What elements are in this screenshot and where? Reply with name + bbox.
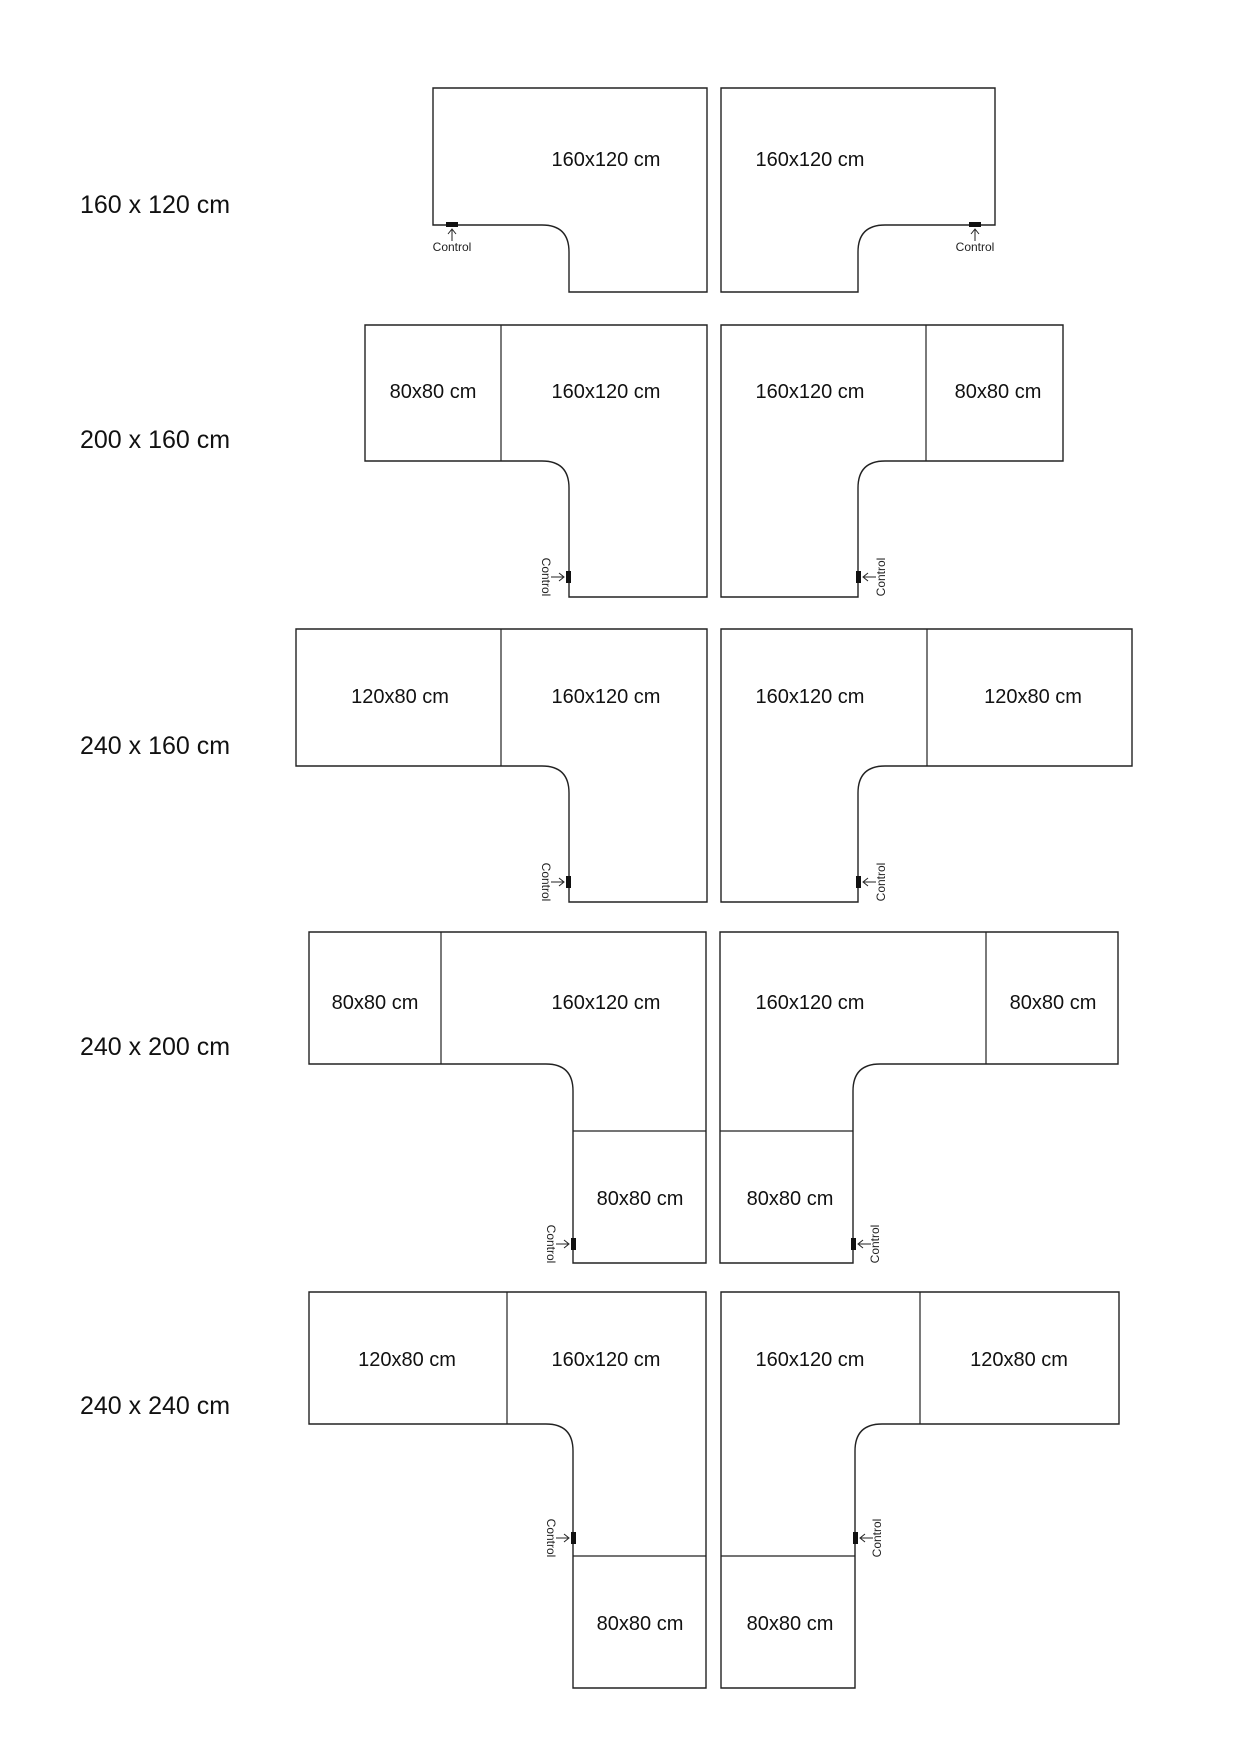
arrow-icon (862, 572, 876, 582)
arrow-icon (556, 1533, 570, 1543)
row-160x120: 160 x 120 cm 160x120 cm Control 160x120 … (80, 87, 996, 293)
arrow-icon (970, 228, 980, 241)
arrow-icon (859, 1533, 873, 1543)
panel-label: 160x120 cm (552, 149, 661, 171)
panel-label: 80x80 cm (390, 381, 477, 403)
control-box (566, 876, 571, 888)
panel-label: 80x80 cm (597, 1613, 684, 1635)
arrow-icon (551, 572, 565, 582)
desk-left: 160x120 cm Control (432, 87, 708, 293)
row-label: 160 x 120 cm (80, 191, 230, 219)
desk-left: 120x80 cm 160x120 cm 80x80 cm Control (308, 1291, 707, 1689)
row-label: 200 x 160 cm (80, 426, 230, 454)
panel-label: 160x120 cm (756, 686, 865, 708)
desk-right: 160x120 cm Control (720, 87, 996, 293)
control-label: Control (870, 1519, 884, 1558)
desk-outline (364, 324, 708, 598)
panel-label: 80x80 cm (747, 1613, 834, 1635)
control-box (571, 1238, 576, 1250)
row-240x200: 240 x 200 cm 80x80 cm 160x120 cm 80x80 c… (80, 931, 1119, 1264)
row-label: 240 x 240 cm (80, 1392, 230, 1420)
panel-label: 80x80 cm (332, 992, 419, 1014)
panel-label: 120x80 cm (970, 1349, 1068, 1371)
row-240x160: 240 x 160 cm 120x80 cm 160x120 cm Contro… (80, 628, 1133, 903)
panel-label: 80x80 cm (1010, 992, 1097, 1014)
panel-label: 120x80 cm (358, 1349, 456, 1371)
panel-label: 80x80 cm (597, 1188, 684, 1210)
control-label: Control (539, 863, 553, 902)
desk-outline (308, 1291, 707, 1689)
desk-outline (720, 1291, 1120, 1689)
desk-left: 120x80 cm 160x120 cm Control (295, 628, 708, 903)
control-label: Control (544, 1519, 558, 1558)
desk-outline (719, 931, 1119, 1264)
panel-label: 80x80 cm (747, 1188, 834, 1210)
arrow-icon (447, 228, 457, 241)
panel-label: 160x120 cm (756, 149, 865, 171)
row-label: 240 x 160 cm (80, 732, 230, 760)
control-label: Control (868, 1225, 882, 1264)
control-box (853, 1532, 858, 1544)
control-box (856, 571, 861, 583)
control-box (856, 876, 861, 888)
desk-outline (308, 931, 707, 1264)
panel-label: 160x120 cm (756, 992, 865, 1014)
panel-label: 160x120 cm (756, 1349, 865, 1371)
desk-outline (720, 628, 1133, 903)
panel-label: 160x120 cm (552, 686, 661, 708)
row-200x160: 200 x 160 cm 80x80 cm 160x120 cm Control… (80, 324, 1064, 598)
control-label: Control (956, 240, 995, 254)
desk-outline (720, 87, 996, 293)
arrow-icon (551, 877, 565, 887)
desk-right: 160x120 cm 80x80 cm Control (720, 324, 1064, 598)
control-label: Control (539, 558, 553, 597)
panel-label: 160x120 cm (552, 992, 661, 1014)
desk-outline (432, 87, 708, 293)
desk-right: 160x120 cm 80x80 cm 80x80 cm Control (719, 931, 1119, 1264)
control-label: Control (544, 1225, 558, 1264)
desk-outline (295, 628, 708, 903)
desk-right: 160x120 cm 120x80 cm 80x80 cm Control (720, 1291, 1120, 1689)
row-240x240: 240 x 240 cm 120x80 cm 160x120 cm 80x80 … (80, 1291, 1120, 1689)
control-box (851, 1238, 856, 1250)
control-box (566, 571, 571, 583)
panel-label: 160x120 cm (756, 381, 865, 403)
control-box (571, 1532, 576, 1544)
control-label: Control (433, 240, 472, 254)
panel-label: 120x80 cm (351, 686, 449, 708)
arrow-icon (556, 1239, 570, 1249)
panel-label: 160x120 cm (552, 1349, 661, 1371)
desk-outline (720, 324, 1064, 598)
panel-label: 80x80 cm (955, 381, 1042, 403)
desk-right: 160x120 cm 120x80 cm Control (720, 628, 1133, 903)
control-label: Control (874, 558, 888, 597)
desk-left: 80x80 cm 160x120 cm Control (364, 324, 708, 598)
control-box (969, 222, 981, 227)
control-label: Control (874, 863, 888, 902)
panel-label: 160x120 cm (552, 381, 661, 403)
control-box (446, 222, 458, 227)
arrow-icon (857, 1239, 871, 1249)
panel-label: 120x80 cm (984, 686, 1082, 708)
arrow-icon (862, 877, 876, 887)
desk-left: 80x80 cm 160x120 cm 80x80 cm Control (308, 931, 707, 1264)
row-label: 240 x 200 cm (80, 1033, 230, 1061)
